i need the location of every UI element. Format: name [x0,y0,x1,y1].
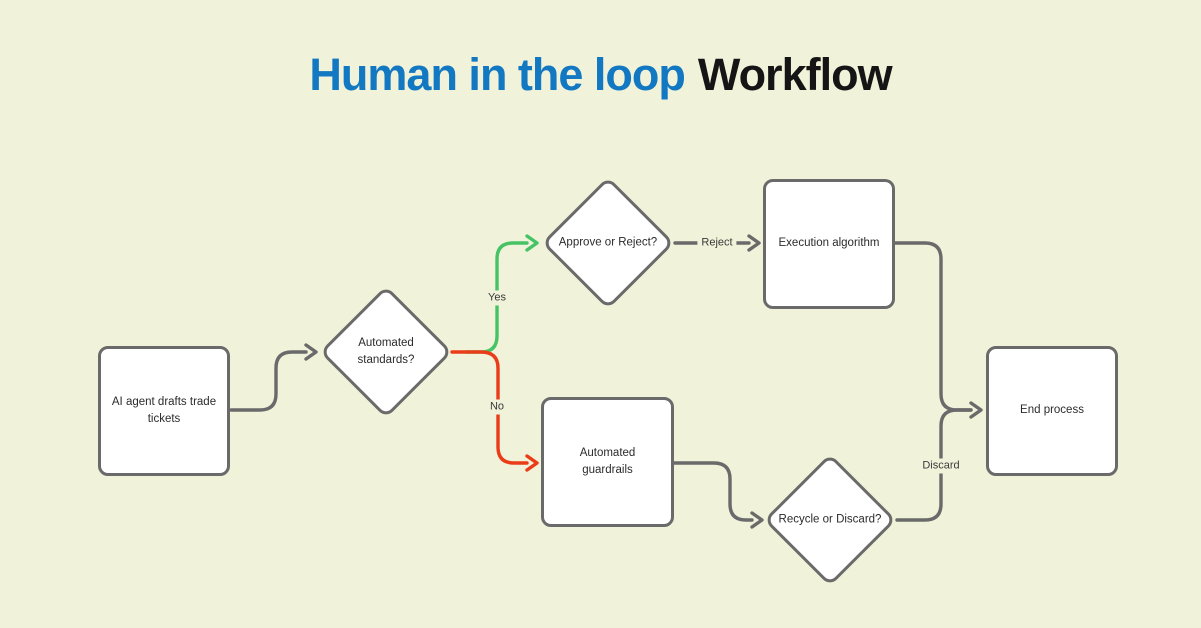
arrowhead-into-execution [747,234,761,252]
arrowhead-into-standards [304,343,318,361]
edge-guardrails-to-recycle [672,461,754,522]
node-recycle-discard-label: Recycle or Discard? [778,513,882,526]
edge-label-reject: Reject [697,235,737,251]
node-ai-agent: AI agent drafts trade tickets [98,346,230,476]
node-execution-algorithm: Execution algorithm [763,179,895,309]
edge-label-no: No [485,399,509,415]
edge-ai-to-standards [229,350,308,412]
node-execution-algorithm-label: Execution algorithm [778,237,880,250]
edge-execution-to-end [893,241,973,412]
node-automated-guardrails-label: Automated guardrails [579,446,636,476]
arrowhead-into-guardrails [525,454,539,472]
node-automated-standards-label: Automated standards? [357,336,415,366]
arrowhead-into-approve [525,234,539,252]
arrowhead-into-recycle [750,511,764,529]
arrowhead-into-end [969,401,983,419]
node-end-process-label: End process [1020,404,1084,417]
edge-label-yes: Yes [484,290,510,306]
title-highlight: Human in the loop [309,49,685,100]
title-rest: Workflow [697,49,893,100]
node-ai-agent-label: AI agent drafts trade tickets [111,395,217,425]
edge-label-discard: Discard [918,458,964,474]
node-approve-reject-label: Approve or Reject? [558,236,658,249]
node-automated-guardrails: Automated guardrails [541,397,674,527]
node-end-process: End process [986,346,1118,476]
